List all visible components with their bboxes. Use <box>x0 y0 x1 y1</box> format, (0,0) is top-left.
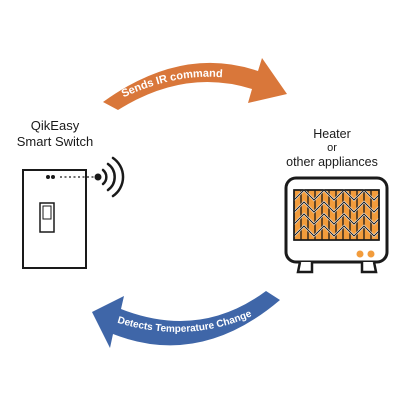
appliance-title-line3: other appliances <box>286 155 378 170</box>
appliance-title: Heater or other appliances <box>268 127 396 170</box>
bottom-arrow-shape <box>92 291 280 348</box>
heater-icon <box>284 176 389 274</box>
appliance-title-line2: or <box>327 142 337 154</box>
smart-switch-icon <box>22 169 102 269</box>
smart-switch-title-line2: Smart Switch <box>16 133 94 149</box>
top-arrow-shape <box>103 58 287 110</box>
top-arrow-label: Sends IR command <box>120 68 223 100</box>
smart-switch-title: QikEasy Smart Switch <box>0 118 110 149</box>
signal-waves-icon <box>101 156 125 198</box>
smart-switch-title-line1: QikEasy <box>30 118 80 133</box>
detects-temp-arrow: Detects Temperature Change <box>92 291 280 348</box>
heater-knob-1 <box>356 250 364 258</box>
sends-ir-arrow: Sends IR command <box>103 58 287 110</box>
heater-knob-2 <box>367 250 375 258</box>
appliance-title-line1: Heater <box>313 127 351 141</box>
heater-foot-left <box>296 261 314 274</box>
heater-foot-right <box>360 261 378 274</box>
